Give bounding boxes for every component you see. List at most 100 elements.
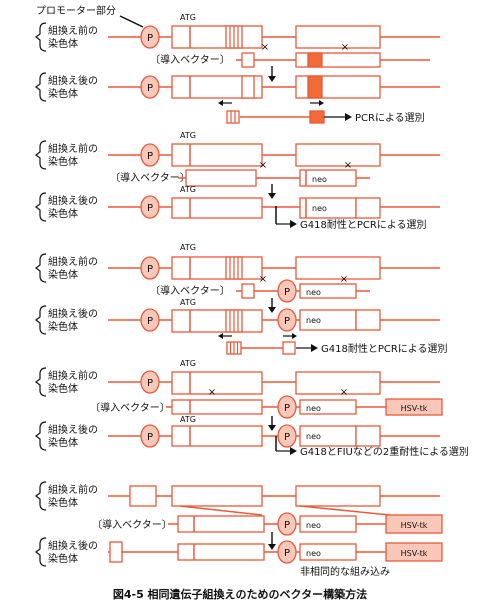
promoter-circle: P [140,256,160,280]
pcr-box [282,341,296,355]
stripe-block [225,25,243,49]
exon-box [171,425,263,447]
panel-1-note: PCRによる選別 [355,111,425,124]
exon-box [171,25,263,49]
promoter-ellipse [277,308,297,332]
chromosome-label-line1: 組換え前の [48,369,98,382]
stripe-block [225,309,243,333]
stripe-block [226,341,242,355]
promoter-ellipse [140,308,160,332]
chromosome-label-line2: 染色体 [48,87,78,100]
hsv-tk-box [385,514,443,534]
panel-1: プロモーター部分組換え前の染色体PATG〔導入ベクター〕××組換え後の染色体PP… [35,4,440,124]
bracket-left [35,481,47,511]
chromosome-label-line2: 染色体 [48,496,78,509]
down-arrow [268,66,276,82]
exon-box [171,143,263,167]
promoter-label: P [147,316,153,327]
exon-box [295,371,381,395]
panel-2-note: G418耐性とPCRによる選別 [300,218,427,231]
vector-label: 〔導入ベクター〕 [110,171,190,184]
bracket-left [35,192,47,222]
hsv-tk-label: HSV-tk [401,549,428,558]
promoter-ellipse [140,195,160,219]
arrow-head [345,113,352,121]
chromosome-label-line1: 組換え後の [48,423,98,436]
primer-head [319,100,324,106]
primer-right [310,100,324,106]
atg-label: ATG [180,243,196,252]
promoter-label: P [147,151,153,162]
chromosome-label-line1: 組換え前の [48,255,98,268]
crossover-mark: × [259,274,267,285]
down-arrow [268,184,276,199]
promoter-label: P [147,33,153,44]
promoter-circle: P [140,195,160,219]
promoter-circle: P [140,370,160,394]
promoter-ellipse [277,512,297,536]
chromosome-label-line2: 染色体 [48,155,78,168]
promoter-ellipse [140,370,160,394]
chromosome-label-line1: 組換え後の [48,539,98,552]
promoter-ellipse [140,75,160,99]
promoter-label: P [284,403,290,414]
neo-label: neo [306,404,321,413]
panel-3-note: G418耐性とPCRによる選別 [321,342,448,355]
insertion-line [299,505,391,516]
arrow-head [268,76,276,82]
exon-box [295,485,381,507]
promoter-label: P [147,432,153,443]
neo-label: neo [306,288,321,297]
promoter-circle: P [277,512,297,536]
bracket-left [35,72,47,102]
exon-box [129,485,157,507]
crossover-mark: × [208,387,216,398]
neo-box [299,543,357,561]
vector-label: 〔導入ベクター〕 [150,284,230,297]
neo-label: neo [306,549,321,558]
promoter-label: P [147,203,153,214]
chromosome-label-line2: 染色体 [48,268,78,281]
vector-label: 〔導入ベクター〕 [92,518,172,531]
panel-4-note: G418とFIUなどの2重耐性による選別 [300,445,469,458]
promoter-ellipse [140,424,160,448]
arrow-head [290,220,297,228]
down-arrow [268,298,276,313]
exon-box [171,256,263,280]
promoter-circle: P [140,143,160,167]
neo-box [299,515,357,533]
crossover-mark: × [259,160,267,171]
hsv-tk-label: HSV-tk [401,404,428,413]
vector-marker [307,52,323,68]
atg-label: ATG [180,359,196,368]
promoter-label: P [284,287,290,298]
chromosome-label-line2: 染色体 [48,552,78,565]
neo-label: neo [306,521,321,530]
promoter-circle: P [277,540,297,564]
promoter-circle: P [140,424,160,448]
promoter-label: P [284,432,290,443]
insertion-line [179,505,263,516]
atg-label: ATG [180,298,196,307]
vector-box [171,399,263,415]
promoter-label: P [284,316,290,327]
hsv-tk-box [385,542,443,562]
stripe-block [226,110,240,124]
neo-box [299,169,357,187]
stripe-box [226,110,240,124]
promoter-part-label: プロモーター部分 [36,4,116,17]
neo-label: neo [312,204,327,213]
exon-box [355,309,381,331]
promoter-ellipse [277,424,297,448]
neo-box [299,197,357,219]
arrow-head [268,307,276,313]
exon-box [171,75,263,99]
